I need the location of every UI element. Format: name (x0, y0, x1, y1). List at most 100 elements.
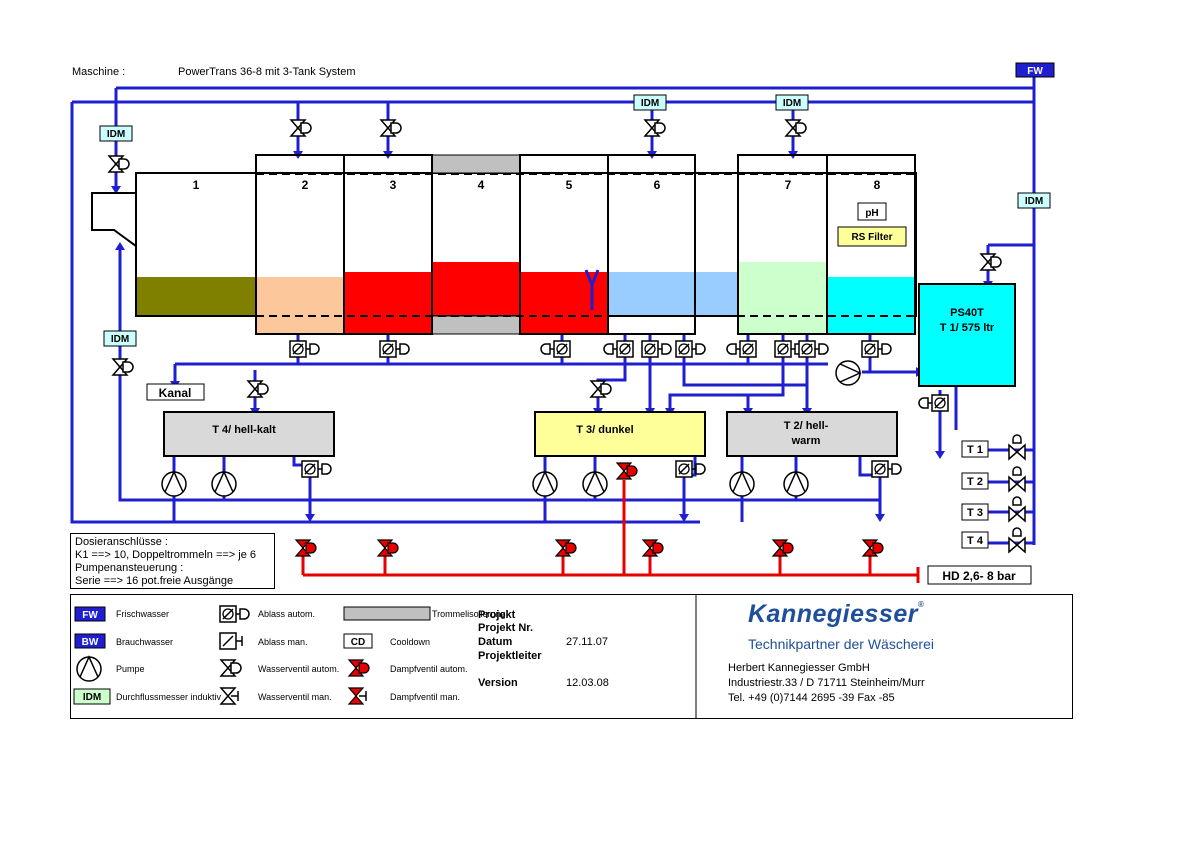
washer-drum (91, 154, 917, 335)
compartment-numbers: 1 2 3 4 5 6 7 8 (193, 178, 881, 192)
water-valve-manual-icon (219, 687, 239, 705)
idm-legend-label: IDM (83, 692, 101, 703)
steam-pipes (301, 480, 920, 583)
water-valve-icon (644, 119, 666, 137)
drain-valve-icon (603, 340, 634, 358)
water-valve-icon (290, 119, 312, 137)
drain-valve-icon (798, 340, 829, 358)
steam-valve-icon (642, 539, 664, 557)
drain-valve-icon (861, 340, 892, 358)
compartment-2: 2 (302, 178, 309, 192)
idm-tags: IDM IDM IDM IDM IDM (99, 94, 1051, 347)
legend-water-auto: Wasserventil autom. (258, 664, 340, 674)
tank-t4 (163, 411, 335, 457)
brand-text: Kannegiesser (748, 600, 918, 628)
idm-legend-tag (73, 688, 111, 705)
dosing-line-2: K1 ==> 10, Doppeltrommeln ==> je 6 (75, 549, 257, 561)
idm-label: IDM (111, 334, 129, 345)
project-nr-label: Projekt Nr. (478, 622, 534, 634)
company-tagline: Technikpartner der Wäscherei (748, 636, 934, 652)
tank-ps40t (918, 283, 1016, 387)
pump-icon (783, 471, 809, 497)
steam-valve-icon (377, 539, 399, 557)
date-value: 27.11.07 (566, 636, 609, 648)
kanal-box (146, 383, 205, 401)
water-valve-icon (112, 358, 134, 376)
water-valve-icon (1008, 434, 1026, 460)
drain-valve-icon (918, 394, 949, 412)
project-label: Projekt (478, 609, 516, 621)
legend-steam-auto: Dampfventil autom. (390, 664, 468, 674)
compartment-5: 5 (566, 178, 573, 192)
legend-insulation: Trommelisolierung (432, 609, 506, 619)
compartment-8: 8 (874, 178, 881, 192)
pump-icon (835, 360, 861, 386)
legend-steam-manual: Dampfventil man. (390, 692, 461, 702)
bw-legend-tag (74, 633, 106, 649)
output-t2: T 2 (967, 476, 983, 488)
dosing-line-4: Serie ==> 16 pot.freie Ausgänge (75, 575, 234, 587)
drain-valve-icon (379, 340, 410, 358)
dosing-line-1: Dosieranschlüsse : (75, 536, 168, 548)
fw-legend-tag (74, 606, 106, 622)
water-valve-icon (108, 155, 130, 173)
tank-ps40t-label-1: PS40T (950, 307, 984, 319)
brand-reg: ® (917, 600, 925, 609)
insulation-legend-swatch (343, 606, 431, 621)
water-valve-icon (785, 119, 807, 137)
legend-box (70, 594, 1073, 719)
pump-icon (729, 471, 755, 497)
tank-t4-label: T 4/ hell-kalt (212, 424, 276, 436)
dosing-info-box: Dosieranschlüsse : K1 ==> 10, Doppeltrom… (70, 533, 275, 589)
legend-bw: Brauchwasser (116, 637, 174, 647)
hd-box (927, 565, 1032, 585)
legend-cooldown: Cooldown (390, 637, 431, 647)
legend-fw: Frischwasser (116, 609, 170, 619)
steam-valve-icon (616, 462, 638, 480)
drain-valve-icon (301, 460, 332, 478)
idm-label: IDM (783, 98, 801, 109)
tank-ps40t-label-2: T 1/ 575 ltr (940, 322, 995, 334)
rs-filter-label: RS Filter (851, 232, 892, 243)
pump-icon (161, 471, 187, 497)
pump-icon (532, 471, 558, 497)
compartment-3: 3 (390, 178, 397, 192)
fw-tag (1015, 62, 1055, 78)
drain-valve-icon (540, 340, 571, 358)
idm-label: IDM (107, 129, 125, 140)
steam-valve-icon (862, 539, 884, 557)
drain-valve-icon (675, 340, 706, 358)
ph-label: pH (865, 208, 878, 219)
tank-t3 (534, 411, 706, 457)
drain-valve-icon (289, 340, 320, 358)
tank-t2-label-1: T 2/ hell- (784, 420, 829, 432)
steam-valve-icon (295, 539, 317, 557)
company-name: Herbert Kannegiesser GmbH (728, 662, 870, 674)
machine-name: PowerTrans 36-8 mit 3-Tank System (178, 66, 356, 78)
steam-valve-icon (772, 539, 794, 557)
compartment-1: 1 (193, 178, 200, 192)
output-boxes: T 1 T 2 T 3 T 4 (961, 440, 989, 549)
steam-valve-manual-icon (347, 687, 367, 705)
water-valve-icon (1008, 466, 1026, 492)
kanal-label: Kanal (159, 386, 192, 400)
version-value: 12.03.08 (566, 677, 609, 689)
date-label: Datum (478, 636, 513, 648)
compartment-7: 7 (785, 178, 792, 192)
water-valve-icon (247, 380, 269, 398)
company-street: Industriestr.33 / D 71711 Steinheim/Murr (728, 677, 925, 689)
fw-legend-label: FW (82, 610, 98, 621)
pump-icon (582, 471, 608, 497)
version-label: Version (478, 677, 518, 689)
legend-pump: Pumpe (116, 664, 145, 674)
legend-icons: FW BW IDM CD (73, 605, 431, 705)
tank-pumps (161, 471, 809, 497)
machine-label: Maschine : (72, 66, 126, 78)
output-t4: T 4 (967, 535, 984, 547)
compartment-4: 4 (478, 178, 485, 192)
legend-idm: Durchflussmesser induktiv (116, 692, 222, 702)
bw-legend-label: BW (82, 637, 99, 648)
fw-tag-label: FW (1027, 66, 1043, 77)
output-t3: T 3 (967, 507, 983, 519)
dosing-line-3: Pumpenansteuerung : (75, 562, 184, 574)
